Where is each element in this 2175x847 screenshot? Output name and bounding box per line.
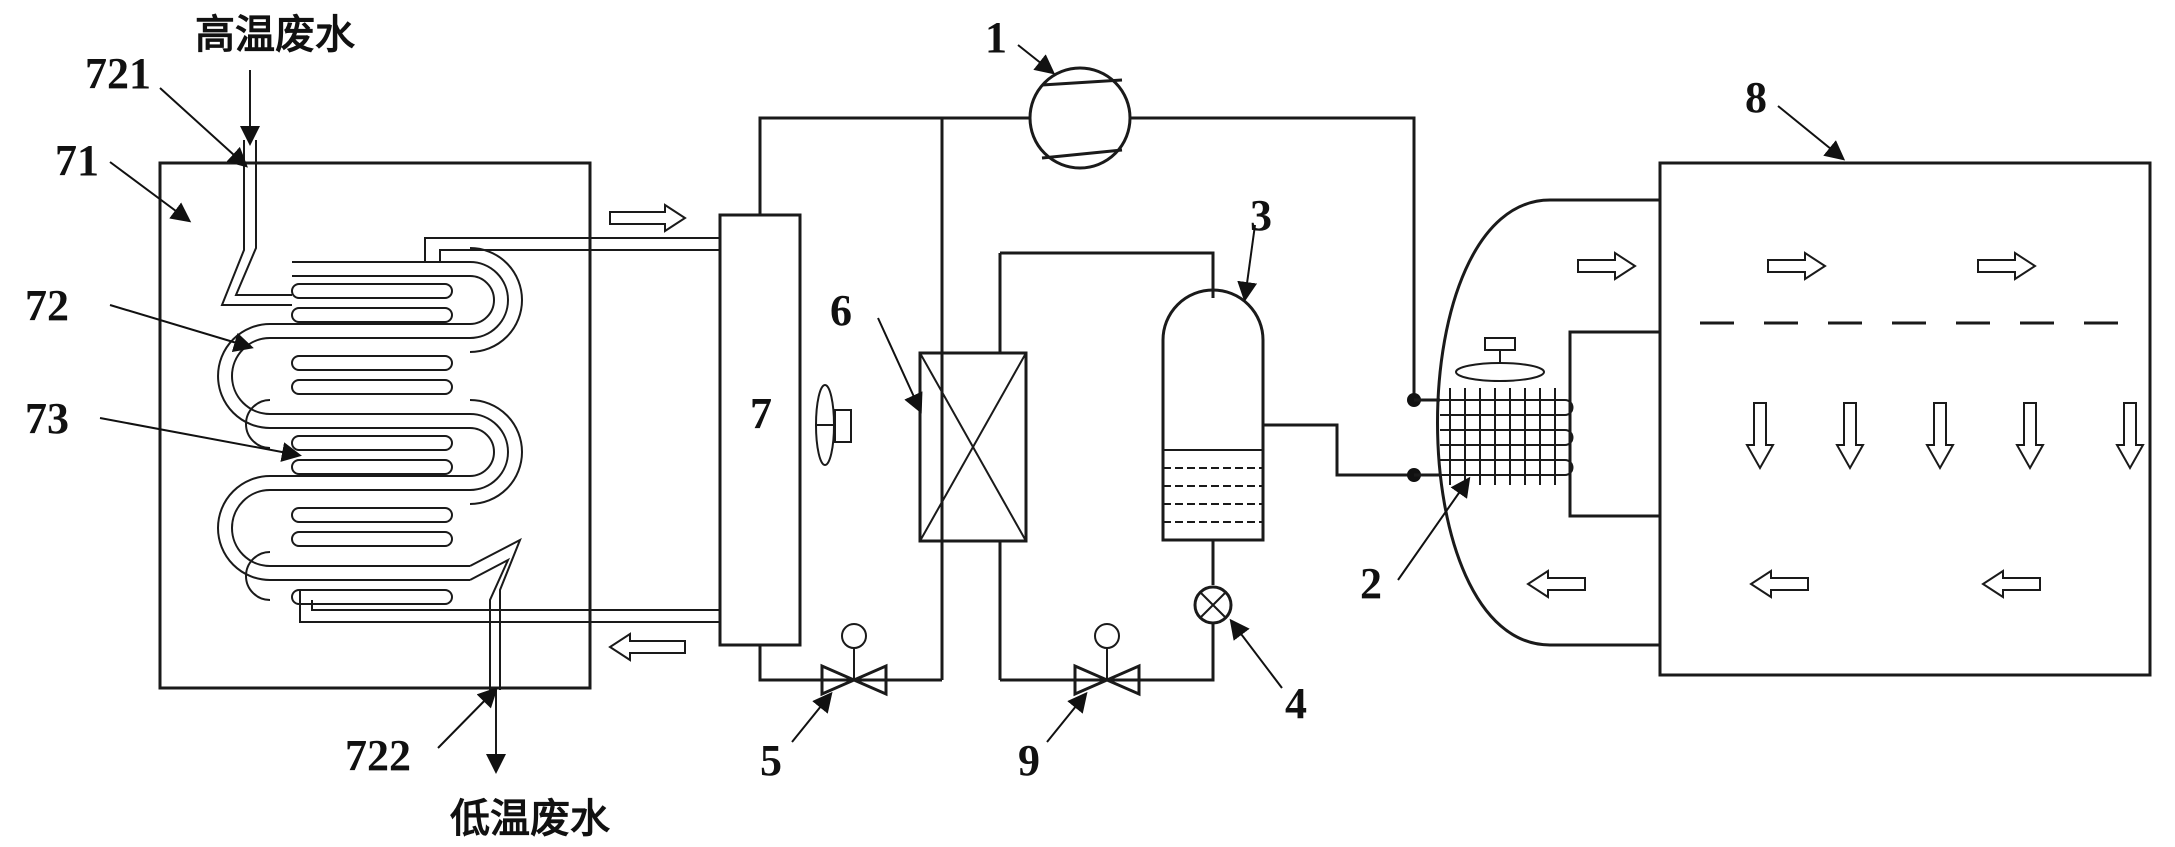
label-2: 2	[1360, 559, 1382, 608]
label-3: 3	[1250, 191, 1272, 240]
pipe-top-left	[758, 116, 1030, 215]
evaporator-fan-icon	[1455, 337, 1545, 382]
outlet-pipe	[469, 537, 522, 690]
label-73: 73	[25, 394, 69, 443]
expansion-valve	[1193, 585, 1233, 625]
pipe-top-right	[1130, 116, 1416, 400]
chamber	[1658, 161, 2152, 677]
label-5: 5	[760, 736, 782, 785]
inner-box	[1568, 330, 1662, 518]
label-1: 1	[985, 13, 1007, 62]
inlet-pipe	[220, 140, 292, 306]
label-4: 4	[1285, 679, 1307, 728]
condenser-pipes	[299, 237, 720, 623]
condenser-fan-icon	[815, 384, 852, 466]
label-8: 8	[1745, 73, 1767, 122]
pipe-receiver-evap	[1263, 423, 1414, 477]
valve-5	[820, 623, 888, 697]
label-9: 9	[1018, 736, 1040, 785]
label-71: 71	[55, 136, 99, 185]
air-duct	[1436, 198, 1660, 647]
evaporator-coil	[1440, 388, 1574, 485]
pipe-to-receiver	[1000, 251, 1215, 298]
label-6: 6	[830, 286, 852, 335]
pipe-bottom-right	[1000, 623, 1215, 682]
compressor	[1028, 66, 1132, 170]
leader-lines	[99, 44, 1846, 749]
wastewater-tank	[158, 161, 592, 690]
valve-9	[1073, 623, 1141, 697]
pipe-bottom-left	[758, 645, 942, 682]
serpentine-coil	[217, 247, 523, 601]
hot-water-label: 高温废水	[195, 12, 356, 58]
receiver	[1161, 288, 1265, 542]
label-72: 72	[25, 281, 69, 330]
heat-exchanger	[918, 351, 1028, 543]
fin-rows	[291, 283, 453, 605]
cold-water-label: 低温废水	[450, 796, 611, 842]
air-flow-arrows	[1526, 251, 2145, 599]
label-722: 722	[345, 731, 411, 780]
label-721: 721	[85, 49, 151, 98]
label-7: 7	[750, 389, 772, 438]
flow-arrows-water	[608, 203, 687, 662]
